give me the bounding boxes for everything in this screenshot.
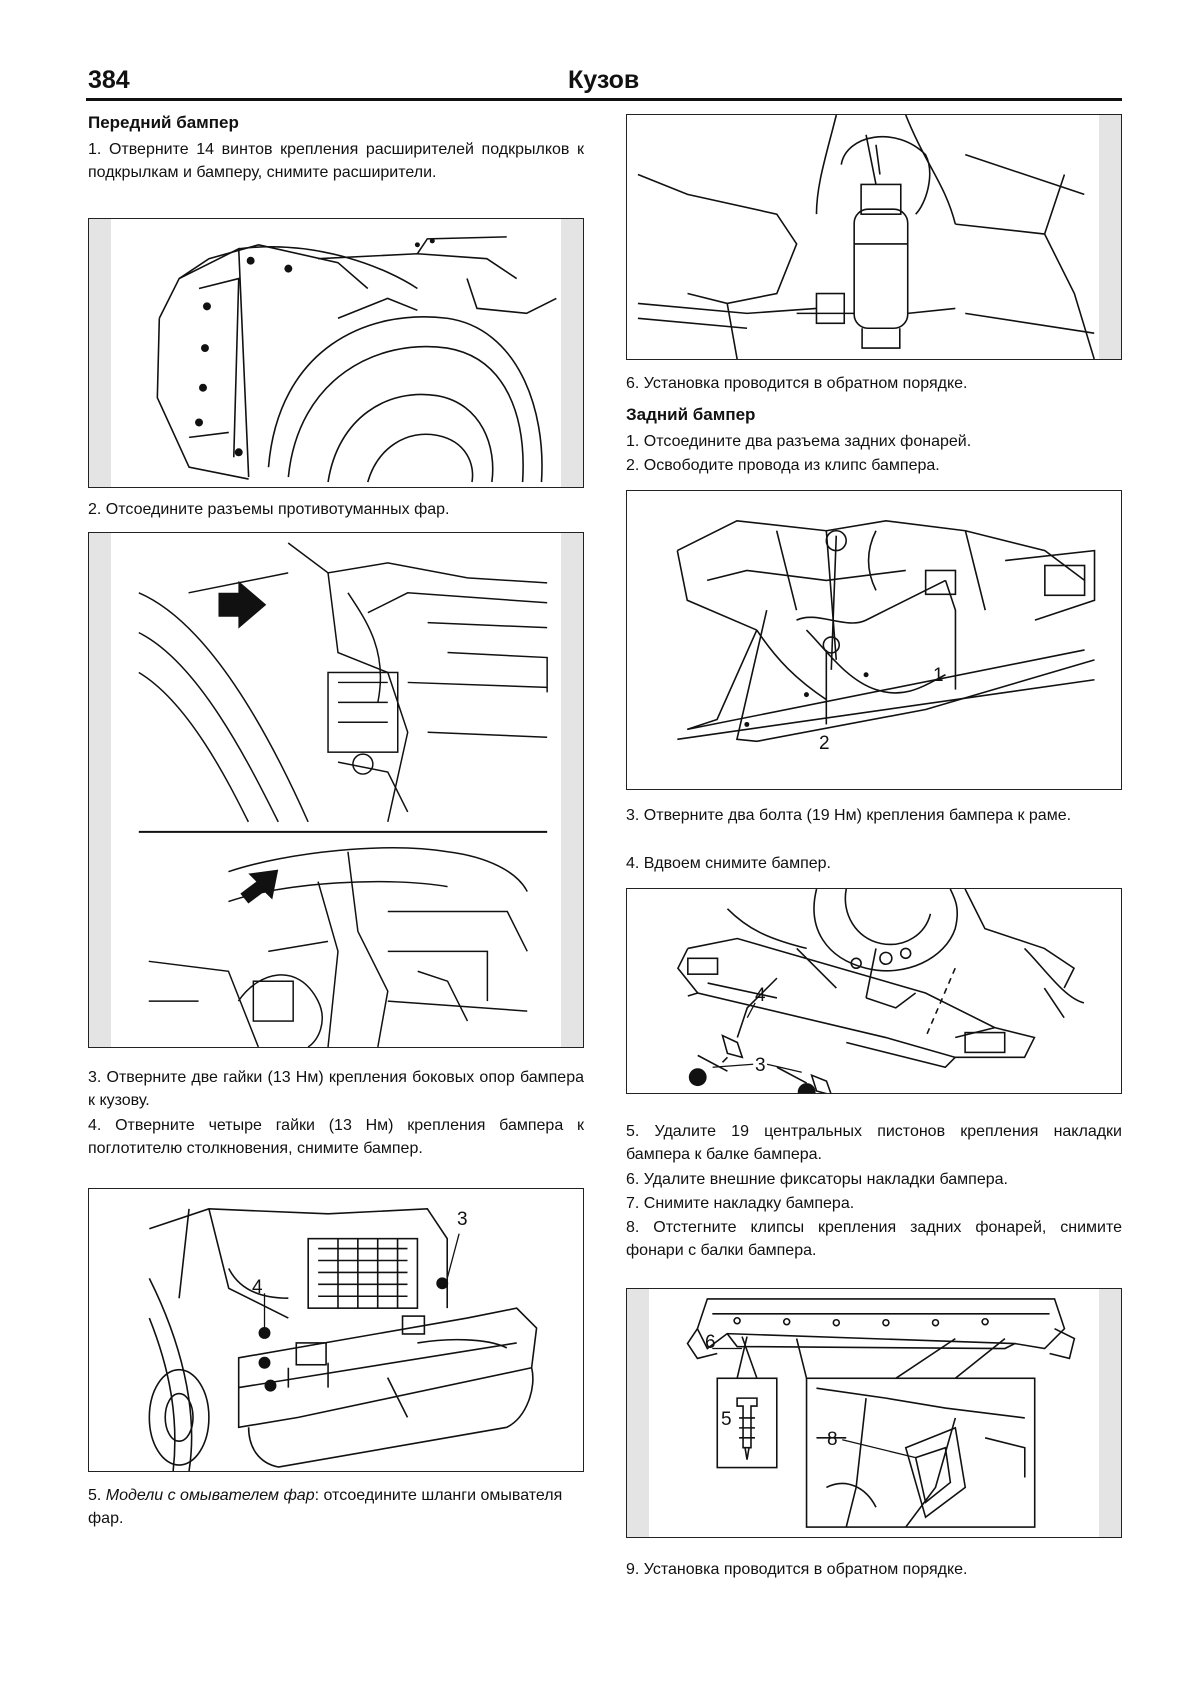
figure-front-bumper-removal: 4 3	[88, 1188, 584, 1472]
label-1: 1	[933, 665, 944, 686]
figure-rear-lamp-connectors: 1 2	[626, 490, 1122, 790]
bumper-cover-drawing	[686, 1298, 1076, 1528]
figure-washer-reservoir	[626, 114, 1122, 360]
fender-flare-drawing	[156, 236, 557, 483]
label-4: 4	[252, 1277, 263, 1298]
section-title-rear-bumper: Задний бампер	[626, 405, 756, 424]
label-5: 5	[721, 1409, 732, 1430]
rear-step-8: 8. Отстегните клипсы крепления задних фо…	[626, 1219, 1122, 1259]
washer-reservoir-drawing	[637, 115, 1095, 359]
rear-step-6-install: 6. Установка проводится в обратном поряд…	[626, 375, 968, 392]
label-6: 6	[705, 1332, 716, 1353]
label-8: 8	[827, 1429, 838, 1450]
chapter-title: Кузов	[568, 66, 640, 94]
figure-bumper-cover-fixings: 6 5 8	[626, 1288, 1122, 1538]
front-step-2: 2. Отсоедините разъемы противотуманных ф…	[88, 501, 450, 518]
front-step-5-text: : отсоедините шланги омывателя фар.	[88, 1487, 563, 1527]
figure-fog-lamp-connectors	[88, 532, 584, 1048]
header-rule	[86, 98, 1122, 101]
rear-step-2: 2. Освободите провода из клипс бампера.	[626, 457, 940, 474]
front-step-1: 1. Отверните 14 винтов крепления расшири…	[88, 141, 584, 181]
section-title-front-bumper: Передний бампер	[88, 113, 239, 132]
rear-step-4: 4. Вдвоем снимите бампер.	[626, 855, 831, 872]
label-3: 3	[457, 1209, 468, 1230]
front-step-5: 5. Модели с омывателем фар: отсоедините …	[88, 1484, 584, 1530]
rear-step-3: 3. Отверните два болта (19 Нм) крепления…	[626, 807, 1072, 824]
front-step-5-number: 5.	[88, 1487, 106, 1504]
front-step-3: 3. Отверните две гайки (13 Нм) крепления…	[88, 1069, 584, 1109]
rear-bumper-drawing	[676, 889, 1085, 1093]
label-4-rear: 4	[755, 985, 766, 1006]
front-step-4: 4. Отверните четыре гайки (13 Нм) крепле…	[88, 1117, 584, 1157]
rear-step-6: 6. Удалите внешние фиксаторы накладки ба…	[626, 1171, 1008, 1188]
rear-step-7: 7. Снимите накладку бампера.	[626, 1195, 855, 1212]
label-3-rear: 3	[755, 1055, 766, 1076]
rear-lamp-connectors-drawing	[676, 519, 1096, 743]
figure-rear-bumper-removal: 4 3	[626, 888, 1122, 1094]
front-step-5-italic: Модели с омывателем фар	[105, 1487, 315, 1504]
rear-step-1: 1. Отсоедините два разъема задних фонаре…	[626, 433, 972, 450]
page-number: 384	[88, 66, 130, 94]
rear-step-5: 5. Удалите 19 центральных пистонов крепл…	[626, 1123, 1122, 1163]
figure-fender-flare	[88, 218, 584, 488]
label-2: 2	[819, 733, 830, 754]
front-bumper-drawing	[148, 1208, 538, 1471]
rear-step-9: 9. Установка проводится в обратном поряд…	[626, 1561, 968, 1578]
fog-lamp-connectors-drawing	[138, 542, 548, 1047]
